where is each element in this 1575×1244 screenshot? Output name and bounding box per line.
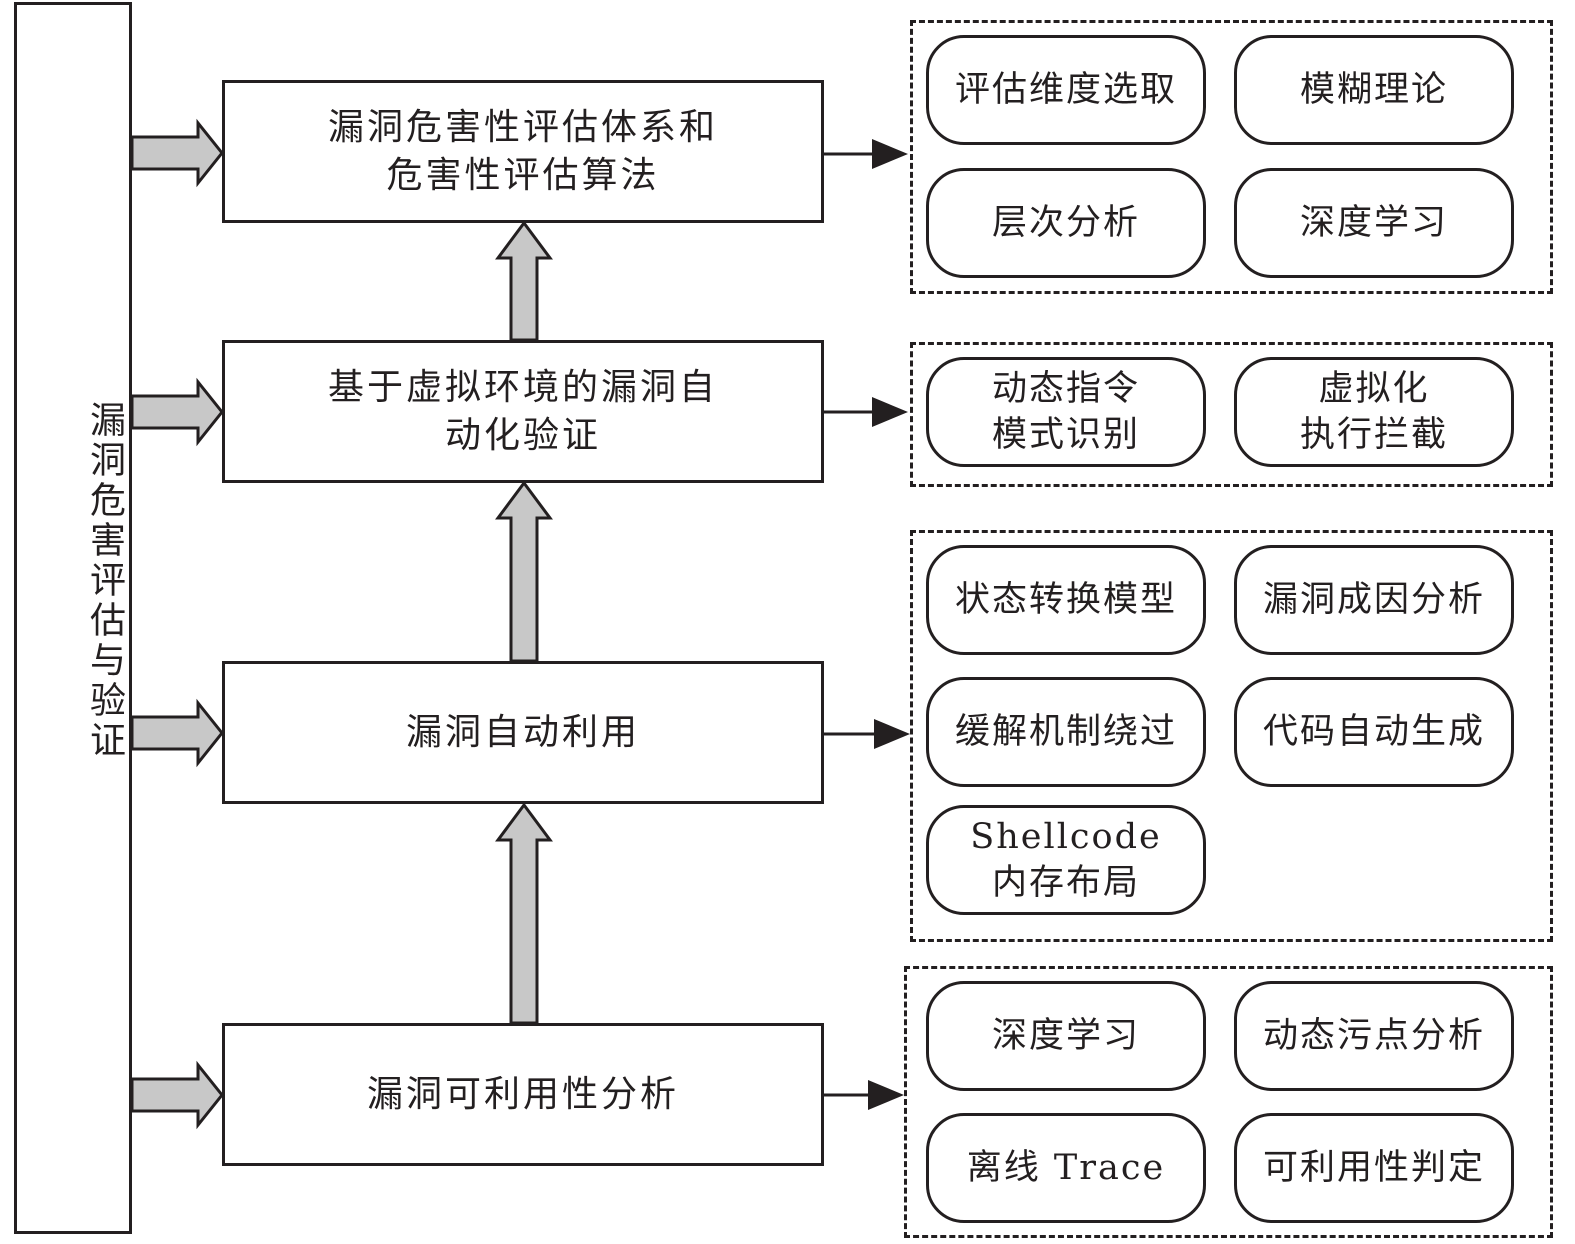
sidebar-label: 漏洞危害评估与验证	[17, 401, 129, 761]
stage-box-exploitation: 漏洞自动利用	[222, 661, 824, 804]
connector-head-1	[872, 139, 908, 169]
stage-label: 漏洞危害性评估体系和 危害性评估算法	[327, 106, 718, 196]
block-arrow-right-3	[130, 698, 224, 768]
stage-label: 基于虚拟环境的漏洞自 动化验证	[327, 366, 718, 456]
stage-box-exploitability: 漏洞可利用性分析	[222, 1023, 824, 1166]
block-arrow-up-1	[495, 220, 553, 342]
method-item: 状态转换模型	[926, 545, 1206, 655]
method-item-label: 代码自动生成	[1262, 712, 1485, 752]
stage-box-verification: 基于虚拟环境的漏洞自 动化验证	[222, 340, 824, 483]
method-item-label: 深度学习	[991, 1016, 1140, 1056]
method-item-label: 动态指令 模式识别	[991, 369, 1140, 455]
block-arrow-right-4	[130, 1060, 224, 1130]
method-item-label: 状态转换模型	[954, 580, 1177, 620]
method-item-label: 模糊理论	[1299, 70, 1448, 110]
block-arrow-right-2	[130, 377, 224, 447]
method-item: 动态污点分析	[1234, 981, 1514, 1091]
stage-label: 漏洞可利用性分析	[366, 1073, 679, 1115]
method-item-label: 离线 Trace	[966, 1148, 1166, 1188]
sidebar-label-text: 漏洞危害评估与验证	[84, 401, 125, 761]
connector-head-3	[874, 719, 910, 749]
method-item-label: Shellcode 内存布局	[970, 817, 1162, 903]
method-item: 模糊理论	[1234, 35, 1514, 145]
method-item: 动态指令 模式识别	[926, 357, 1206, 467]
method-item-label: 缓解机制绕过	[954, 712, 1177, 752]
method-item: 缓解机制绕过	[926, 677, 1206, 787]
method-item: 可利用性判定	[1234, 1113, 1514, 1223]
method-item: 漏洞成因分析	[1234, 545, 1514, 655]
sidebar-box: 漏洞危害评估与验证	[14, 2, 132, 1234]
method-item-label: 动态污点分析	[1262, 1016, 1485, 1056]
method-item-label: 深度学习	[1299, 203, 1448, 243]
method-item-label: 层次分析	[991, 203, 1140, 243]
stage-label: 漏洞自动利用	[405, 711, 640, 753]
method-group-verification	[910, 342, 1553, 487]
method-item: 离线 Trace	[926, 1113, 1206, 1223]
method-item-label: 漏洞成因分析	[1262, 580, 1485, 620]
method-item: 评估维度选取	[926, 35, 1206, 145]
method-item: 层次分析	[926, 168, 1206, 278]
method-item-label: 虚拟化 执行拦截	[1299, 369, 1448, 455]
method-item: 虚拟化 执行拦截	[1234, 357, 1514, 467]
method-group-exploitability	[904, 966, 1553, 1238]
method-group-assessment	[910, 20, 1553, 294]
method-item: 深度学习	[1234, 168, 1514, 278]
method-item: Shellcode 内存布局	[926, 805, 1206, 915]
method-item: 代码自动生成	[1234, 677, 1514, 787]
block-arrow-right-1	[130, 118, 224, 188]
method-item-label: 可利用性判定	[1262, 1148, 1485, 1188]
block-arrow-up-2	[495, 480, 553, 663]
method-item: 深度学习	[926, 981, 1206, 1091]
method-group-exploitation	[910, 530, 1553, 942]
connector-head-4	[868, 1080, 904, 1110]
method-item-label: 评估维度选取	[954, 70, 1177, 110]
connector-head-2	[872, 397, 908, 427]
block-arrow-up-3	[495, 802, 553, 1025]
stage-box-assessment: 漏洞危害性评估体系和 危害性评估算法	[222, 80, 824, 223]
